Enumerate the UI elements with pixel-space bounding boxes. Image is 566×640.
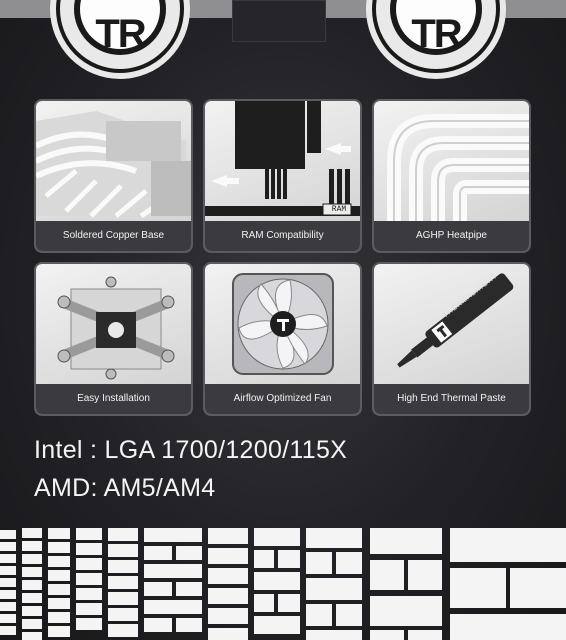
feature-label: Easy Installation [36, 384, 191, 414]
heatpipe-icon [387, 114, 529, 221]
feature-tile-fan: Airflow Optimized Fan [205, 264, 360, 414]
brand-logo-right: TR [372, 0, 500, 73]
brick-pattern [0, 528, 566, 640]
brand-logo-left: TR [56, 0, 184, 73]
feature-label: AGHP Heatpipe [374, 221, 529, 251]
ram-icon [205, 101, 360, 216]
feature-tile-copper-base: Soldered Copper Base [36, 101, 191, 251]
copper-base-icon [36, 111, 191, 219]
feature-tile-thermal-paste: THERMALRIGHT High End Thermal Paste [374, 264, 529, 414]
feature-label: RAM Compatibility [205, 221, 360, 251]
feature-tile-heatpipe: AGHP Heatpipe [374, 101, 529, 251]
feature-tile-ram: RAM RAM Compatibility [205, 101, 360, 251]
logo-text: TR [95, 12, 146, 56]
feature-label: Airflow Optimized Fan [205, 384, 360, 414]
tape-strip [232, 0, 326, 42]
ram-badge: RAM [331, 205, 347, 214]
amd-socket-support: AMD: AM5/AM4 [34, 474, 216, 502]
feature-tile-installation: Easy Installation [36, 264, 191, 414]
logo-text: TR [411, 12, 462, 56]
fan-icon [232, 273, 334, 375]
intel-socket-support: Intel : LGA 1700/1200/115X [34, 436, 348, 464]
mounting-bracket-icon [57, 276, 175, 380]
feature-label: Soldered Copper Base [36, 221, 191, 251]
feature-label: High End Thermal Paste [374, 384, 529, 414]
syringe-icon [397, 273, 514, 368]
